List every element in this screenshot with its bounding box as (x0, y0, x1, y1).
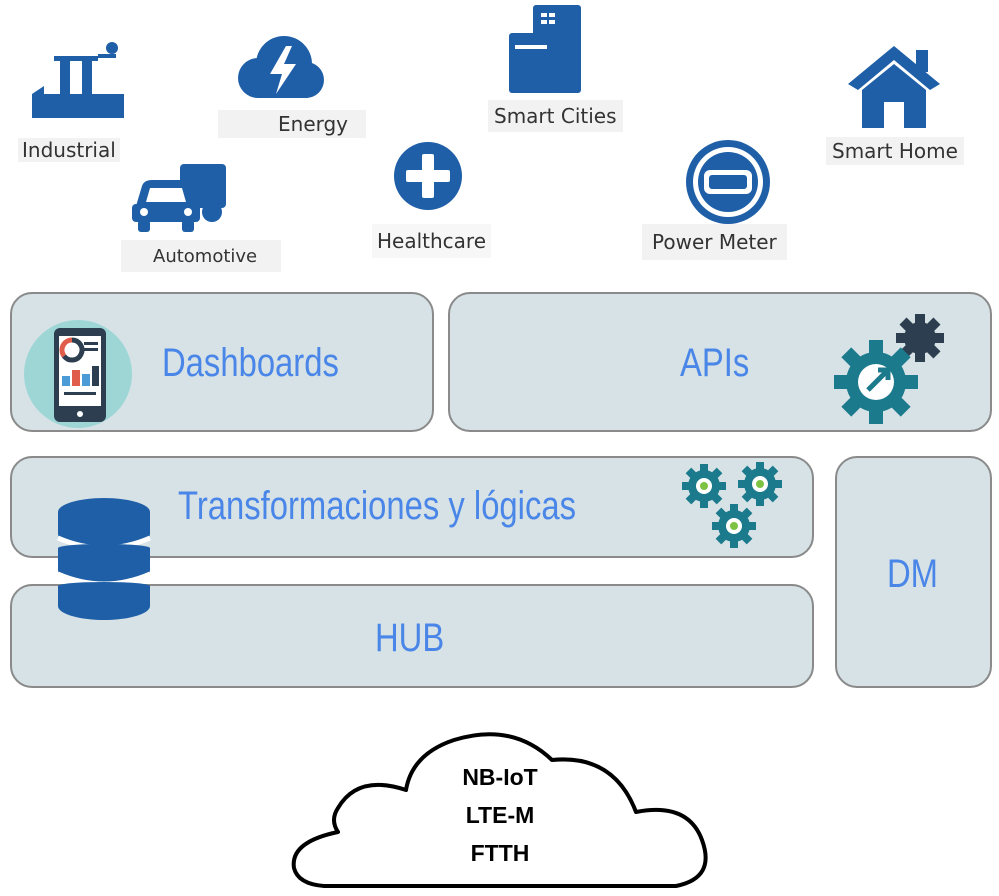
transform-label: Transformaciones y lógicas (178, 484, 577, 528)
dm-label: DM (887, 552, 939, 596)
smart-cities-label: Smart Cities (488, 100, 623, 132)
connectivity-cloud: NB-IoT LTE-M FTTH (284, 728, 716, 892)
buildings-icon (509, 5, 581, 93)
plus-circle-icon (394, 142, 462, 210)
hub-label: HUB (375, 616, 445, 660)
cloud-line-ltem: LTE-M (465, 802, 535, 828)
cloud-outline-icon (291, 732, 708, 888)
tablet-dashboard-icon (24, 320, 132, 428)
energy-label: Energy (218, 110, 366, 138)
cloud-line-ftth: FTTH (470, 840, 530, 866)
power-meter-label: Power Meter (642, 224, 787, 260)
apis-label: APIs (680, 341, 750, 385)
industrial-label: Industrial (18, 138, 120, 162)
automotive-label: Automotive (121, 240, 281, 272)
cloud-line-nbiot: NB-IoT (462, 764, 538, 790)
smart-home-label: Smart Home (826, 137, 964, 165)
factory-icon (32, 42, 124, 118)
gears-icon (682, 462, 782, 548)
car-truck-icon (132, 164, 226, 232)
cloud-lightning-icon (238, 36, 324, 98)
healthcare-label: Healthcare (372, 224, 492, 258)
database-icon (57, 498, 151, 620)
house-icon (848, 46, 940, 128)
gears-arrow-icon (834, 314, 944, 424)
dm-box: DM (835, 456, 992, 688)
power-meter-icon (686, 140, 770, 224)
dashboards-label: Dashboards (162, 341, 339, 385)
